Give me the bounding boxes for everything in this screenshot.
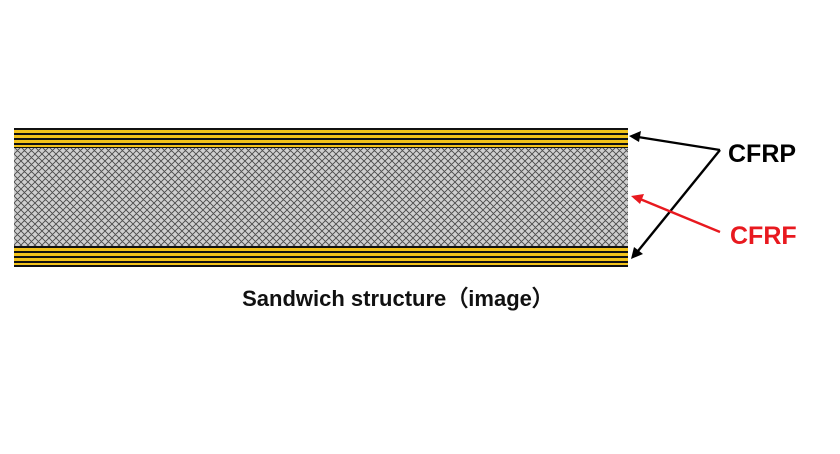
cfrp-label: CFRP <box>728 140 796 168</box>
cfrp-arrow-bottom <box>631 149 721 259</box>
diagram-caption: Sandwich structure（image） <box>242 286 554 311</box>
cfrf-arrow <box>631 194 721 234</box>
top-skin-cfrp <box>14 128 628 148</box>
cfrp-arrow-top <box>629 131 721 152</box>
cfrf-label: CFRF <box>730 222 797 250</box>
core-cfrf <box>14 148 628 246</box>
bottom-skin-cfrp <box>14 246 628 267</box>
